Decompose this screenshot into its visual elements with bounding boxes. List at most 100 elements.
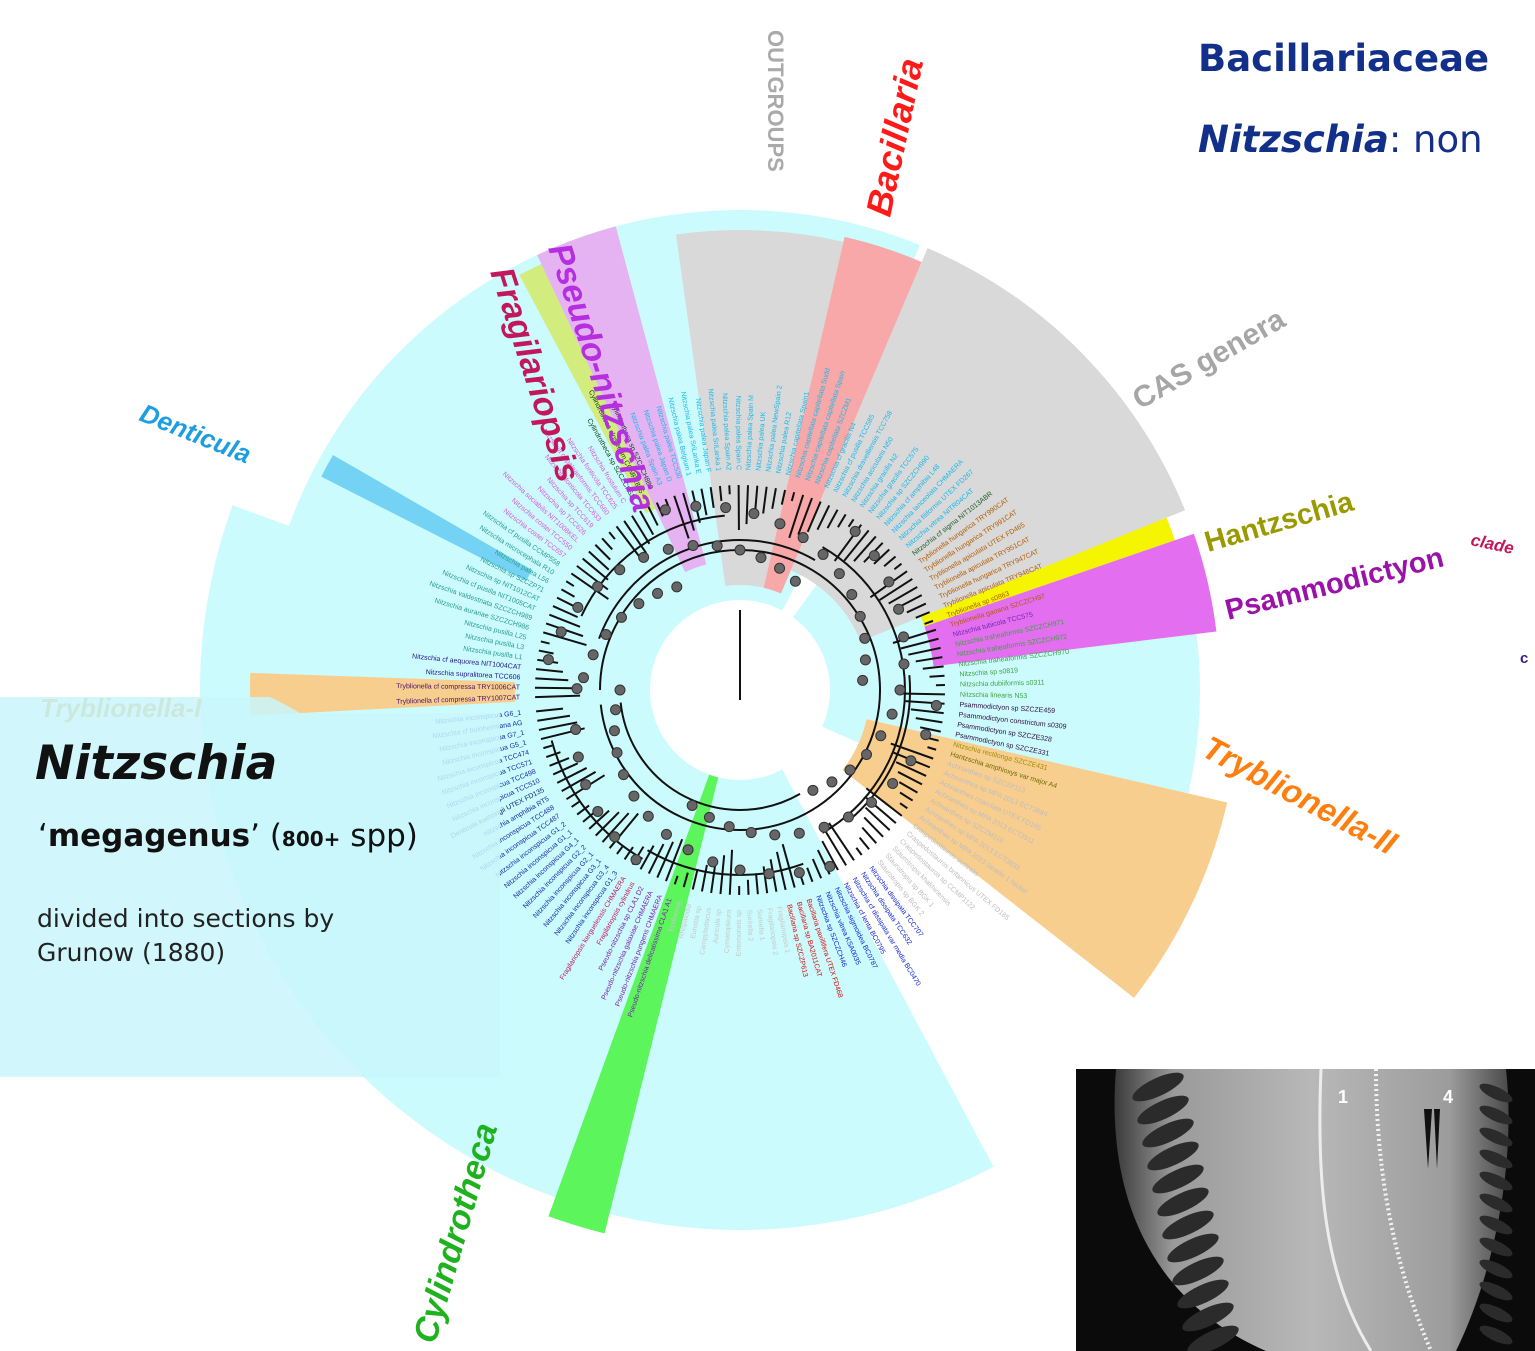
frustule-rib xyxy=(1477,1322,1515,1348)
support-node xyxy=(721,503,731,513)
support-node xyxy=(850,526,860,536)
tree-branch xyxy=(860,838,869,850)
tree-branch xyxy=(862,827,876,843)
support-node xyxy=(653,588,663,598)
support-node xyxy=(770,830,780,840)
support-node xyxy=(808,785,818,795)
support-node xyxy=(764,869,774,879)
support-node xyxy=(556,627,566,637)
support-node xyxy=(601,630,611,640)
support-node xyxy=(634,599,644,609)
support-node xyxy=(611,705,621,715)
clade-label-hantzschia: Hantzschia xyxy=(1201,486,1358,559)
leaf-label: Surirella 2 xyxy=(745,910,753,942)
species-suffix: spp) xyxy=(340,818,417,854)
support-node xyxy=(661,829,671,839)
clade-label-denticula: Denticula xyxy=(136,398,256,470)
support-node xyxy=(867,797,877,807)
support-node xyxy=(631,855,641,865)
support-node xyxy=(724,822,734,832)
subtitle-rest: : non xyxy=(1389,118,1483,161)
support-node xyxy=(572,684,582,694)
support-node xyxy=(615,565,625,575)
support-node xyxy=(895,685,905,695)
sections-note: divided into sections byGrunow (1880) xyxy=(37,902,437,970)
support-node xyxy=(609,726,619,736)
support-node xyxy=(612,748,622,758)
support-node xyxy=(827,777,837,787)
support-node xyxy=(775,563,785,573)
support-node xyxy=(615,685,625,695)
micrograph-image xyxy=(1076,1069,1535,1351)
photo-label-1: 1 xyxy=(1338,1087,1348,1108)
support-node xyxy=(931,700,941,710)
support-node xyxy=(593,582,603,592)
megagenus-close-quote: ’ ( xyxy=(250,818,282,854)
support-node xyxy=(860,633,870,643)
support-node xyxy=(712,541,722,551)
support-node xyxy=(691,501,701,511)
support-node xyxy=(798,533,808,543)
support-node xyxy=(735,545,745,555)
c-side-label: c xyxy=(1520,650,1528,667)
clade-label-tryblionella2: Tryblionella-II xyxy=(1197,729,1404,862)
support-node xyxy=(578,673,588,683)
support-node xyxy=(735,865,745,875)
support-node xyxy=(884,577,894,587)
support-node xyxy=(819,822,829,832)
support-node xyxy=(643,811,653,821)
support-node xyxy=(663,544,673,554)
support-node xyxy=(610,832,620,842)
species-count: 800+ xyxy=(282,827,341,851)
support-node xyxy=(573,602,583,612)
nitzschia-heading: Nitzschia xyxy=(35,736,277,791)
support-node xyxy=(834,569,844,579)
support-node xyxy=(619,770,629,780)
tree-branch xyxy=(748,880,749,895)
support-node xyxy=(581,780,591,790)
support-node xyxy=(794,828,804,838)
leaf-label: Tryblionella cf compressa TRY1006CAT xyxy=(396,683,521,691)
support-node xyxy=(860,655,870,665)
support-node xyxy=(708,857,718,867)
support-node xyxy=(672,582,682,592)
support-node xyxy=(869,551,879,561)
support-node xyxy=(683,845,693,855)
megagenus-word: megagenus xyxy=(48,818,250,854)
tree-branch xyxy=(866,808,890,831)
tree-branch xyxy=(930,676,945,677)
tree-branch xyxy=(900,693,945,694)
support-node xyxy=(588,650,598,660)
support-node xyxy=(899,632,909,642)
clade-label-cylindrotheca: Cylindrotheca xyxy=(406,1119,505,1347)
subtitle-genus: Nitzschia xyxy=(1198,118,1389,161)
support-node xyxy=(616,612,626,622)
support-node xyxy=(629,791,639,801)
support-node xyxy=(756,553,766,563)
support-node xyxy=(888,779,898,789)
sections-note-line2: Grunow (1880) xyxy=(37,936,437,970)
support-node xyxy=(704,812,714,822)
photo-label-4: 4 xyxy=(1443,1087,1453,1108)
slide-title: Bacillariaceae xyxy=(1198,37,1489,80)
support-node xyxy=(825,861,835,871)
support-node xyxy=(573,752,583,762)
support-node xyxy=(687,800,697,810)
tree-branch xyxy=(856,848,861,855)
slide-subtitle: Nitzschia: non xyxy=(1198,118,1483,161)
support-node xyxy=(794,868,804,878)
megagenus-line: ‘megagenus’ (800+ spp) xyxy=(38,818,418,854)
clade-side-label: clade xyxy=(1469,530,1515,558)
clade-label-cas: CAS genera xyxy=(1127,302,1291,416)
support-node xyxy=(845,765,855,775)
support-node xyxy=(894,604,904,614)
support-node xyxy=(855,611,865,621)
leaf-label: Nitzschia linearis N53 xyxy=(960,692,1028,700)
frustule-rib xyxy=(1477,1300,1515,1326)
support-node xyxy=(858,675,868,685)
frustule-rib xyxy=(1477,1278,1515,1304)
support-node xyxy=(847,590,857,600)
support-node xyxy=(862,749,872,759)
support-node xyxy=(790,576,800,586)
support-node xyxy=(593,806,603,816)
